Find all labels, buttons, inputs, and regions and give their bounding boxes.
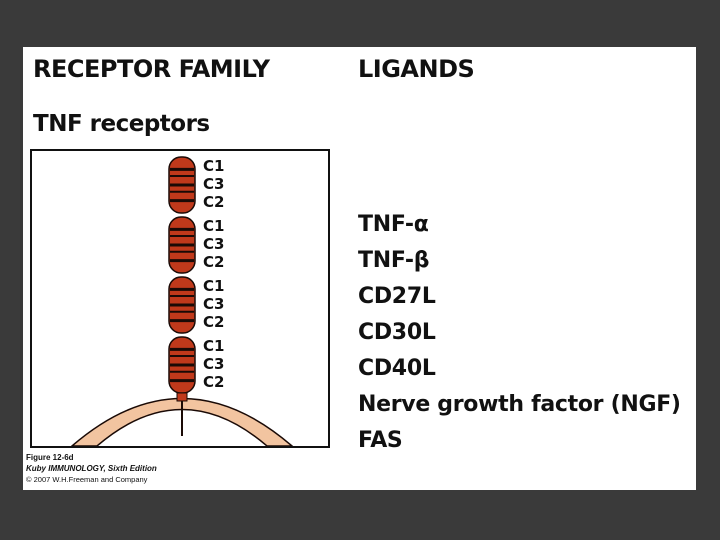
tnf-receptors-heading: TNF receptors (33, 111, 210, 137)
caption-copyright: © 2007 W.H.Freeman and Company (26, 475, 148, 484)
domain-layer (168, 156, 196, 402)
domain-label: C1 (203, 337, 224, 355)
ligand-item: CD30L (358, 320, 436, 345)
domain-label: C3 (203, 295, 224, 313)
caption-book: Kuby IMMUNOLOGY, Sixth Edition (26, 464, 157, 473)
ligand-item: CD40L (358, 356, 436, 381)
domain-label: C1 (203, 157, 224, 175)
ligand-item: CD27L (358, 284, 436, 309)
figure-caption: Figure 12-6d Kuby IMMUNOLOGY, Sixth Edit… (26, 452, 157, 485)
cell-membrane (70, 397, 294, 446)
domain-label: C3 (203, 355, 224, 373)
ligand-item: TNF-β (358, 248, 430, 273)
caption-figure: Figure 12-6d (26, 453, 74, 462)
receptor-family-heading: RECEPTOR FAMILY (33, 55, 270, 83)
domain-label: C2 (203, 313, 224, 331)
domain-label: C1 (203, 217, 224, 235)
ligand-item: FAS (358, 428, 403, 453)
receptor-neck (176, 392, 188, 402)
slide: RECEPTOR FAMILY LIGANDS TNF receptors C1… (23, 47, 696, 490)
domain-label: C3 (203, 235, 224, 253)
domain-label: C1 (203, 277, 224, 295)
ligand-item: Nerve growth factor (NGF) (358, 392, 681, 417)
domain-label: C2 (203, 193, 224, 211)
domain-label: C2 (203, 253, 224, 271)
ligands-heading: LIGANDS (358, 55, 475, 83)
ligand-item: TNF-α (358, 212, 429, 237)
domain-label: C2 (203, 373, 224, 391)
domain-label: C3 (203, 175, 224, 193)
